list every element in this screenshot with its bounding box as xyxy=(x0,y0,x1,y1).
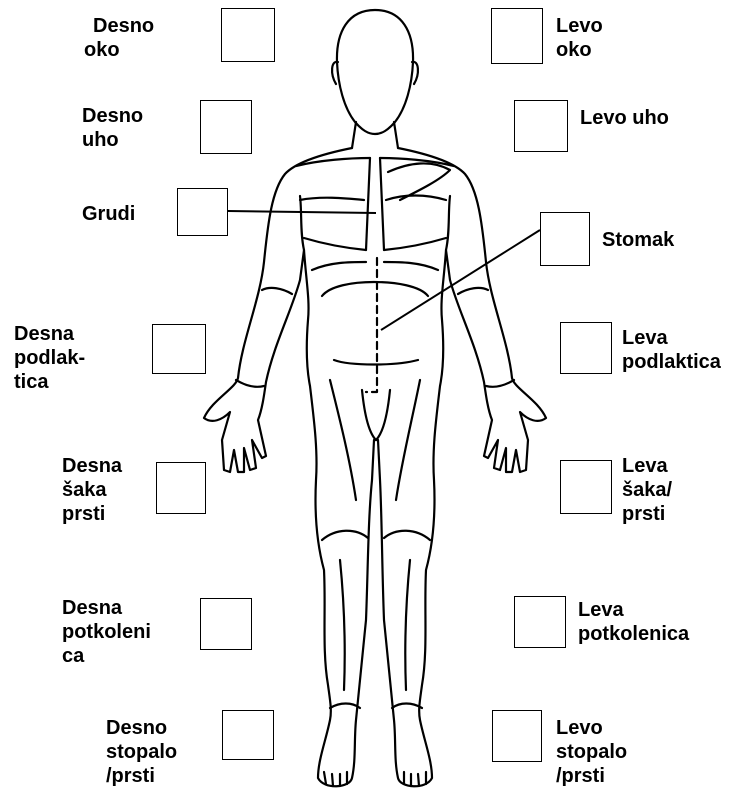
label-line: ca xyxy=(62,644,151,668)
label-leva-podlaktica: Leva podlaktica xyxy=(622,326,721,374)
label-levo-uho: Levo uho xyxy=(580,106,669,130)
right-toes xyxy=(324,772,347,786)
desno-uho-checkbox[interactable] xyxy=(200,100,252,154)
label-line: tica xyxy=(14,370,85,394)
leva-saka-checkbox[interactable] xyxy=(560,460,612,514)
head-outline xyxy=(337,10,413,134)
label-desna-potkolenica: Desna potkoleni ca xyxy=(62,596,151,668)
grudi-leader-line xyxy=(228,211,376,213)
right-wrist-line xyxy=(236,380,264,387)
label-line: Levo xyxy=(556,716,627,740)
grudi-checkbox[interactable] xyxy=(177,188,228,236)
levo-oko-checkbox[interactable] xyxy=(491,8,543,64)
right-knee-line xyxy=(322,531,368,540)
label-line: Desno xyxy=(106,716,177,740)
label-leva-potkolenica: Leva potkolenica xyxy=(578,598,689,646)
label-desna-podlaktica: Desna podlak- tica xyxy=(14,322,85,394)
groin-outline xyxy=(362,390,390,440)
label-levo-stopalo: Levo stopalo /prsti xyxy=(556,716,627,788)
label-line: Levo uho xyxy=(580,106,669,130)
left-ankle-line xyxy=(392,704,422,709)
label-line: potkoleni xyxy=(62,620,151,644)
label-line: Desna xyxy=(62,596,151,620)
label-line: stopalo xyxy=(556,740,627,764)
label-stomak: Stomak xyxy=(602,228,674,252)
label-desna-saka: Desna šaka prsti xyxy=(62,454,122,526)
label-desno-uho: Desno uho xyxy=(82,104,143,152)
leva-podlaktica-checkbox[interactable] xyxy=(560,322,612,374)
levo-stopalo-checkbox[interactable] xyxy=(492,710,542,762)
stomak-leader-line xyxy=(381,230,540,330)
right-ankle-line xyxy=(330,704,360,709)
label-line: Desno xyxy=(82,104,143,128)
label-line: potkolenica xyxy=(578,622,689,646)
label-line: uho xyxy=(82,128,143,152)
desna-podlaktica-checkbox[interactable] xyxy=(152,324,206,374)
left-knee-line xyxy=(384,531,430,540)
left-thigh-line xyxy=(396,380,420,500)
label-line: Desna xyxy=(62,454,122,478)
label-line: prsti xyxy=(622,502,672,526)
label-line: oko xyxy=(84,38,154,62)
label-line: Leva xyxy=(578,598,689,622)
left-shin-line xyxy=(405,560,410,690)
label-line: Stomak xyxy=(602,228,674,252)
label-line: Leva xyxy=(622,454,672,478)
label-line: Grudi xyxy=(82,202,135,226)
desno-oko-checkbox[interactable] xyxy=(221,8,275,62)
left-wrist-line xyxy=(486,380,514,387)
left-pectoral xyxy=(384,196,446,251)
label-line: prsti xyxy=(62,502,122,526)
left-toes xyxy=(404,772,426,786)
right-pectoral xyxy=(300,198,366,250)
stomak-checkbox[interactable] xyxy=(540,212,590,266)
ribcage-line xyxy=(312,262,438,270)
label-line: /prsti xyxy=(106,764,177,788)
label-line: oko xyxy=(556,38,603,62)
label-desno-stopalo: Desno stopalo /prsti xyxy=(106,716,177,788)
label-line: šaka xyxy=(62,478,122,502)
left-inner-arm xyxy=(446,196,450,250)
desna-potkolenica-checkbox[interactable] xyxy=(200,598,252,650)
midline-dashed xyxy=(366,258,377,392)
label-line: Desno xyxy=(84,14,154,38)
abdomen-outline xyxy=(322,282,428,296)
label-grudi: Grudi xyxy=(82,202,135,226)
right-inner-arm xyxy=(300,196,304,250)
label-line: podlak- xyxy=(14,346,85,370)
left-elbow-line xyxy=(458,288,488,294)
label-line: Desna xyxy=(14,322,85,346)
desno-stopalo-checkbox[interactable] xyxy=(222,710,274,760)
label-line: Leva xyxy=(622,326,721,350)
label-line: stopalo xyxy=(106,740,177,764)
clavicle-lines xyxy=(296,158,454,166)
leva-potkolenica-checkbox[interactable] xyxy=(514,596,566,648)
right-elbow-line xyxy=(262,288,292,294)
levo-uho-checkbox[interactable] xyxy=(514,100,568,152)
label-line: šaka/ xyxy=(622,478,672,502)
label-desno-oko: Desno oko xyxy=(84,14,154,62)
body-contour xyxy=(204,148,546,786)
label-line: podlaktica xyxy=(622,350,721,374)
label-line: /prsti xyxy=(556,764,627,788)
sternum-line xyxy=(366,158,384,250)
label-leva-saka: Leva šaka/ prsti xyxy=(622,454,672,526)
label-line: Levo xyxy=(556,14,603,38)
right-thigh-line xyxy=(330,380,356,500)
desna-saka-checkbox[interactable] xyxy=(156,462,206,514)
right-shin-line xyxy=(340,560,345,690)
label-levo-oko: Levo oko xyxy=(556,14,603,62)
